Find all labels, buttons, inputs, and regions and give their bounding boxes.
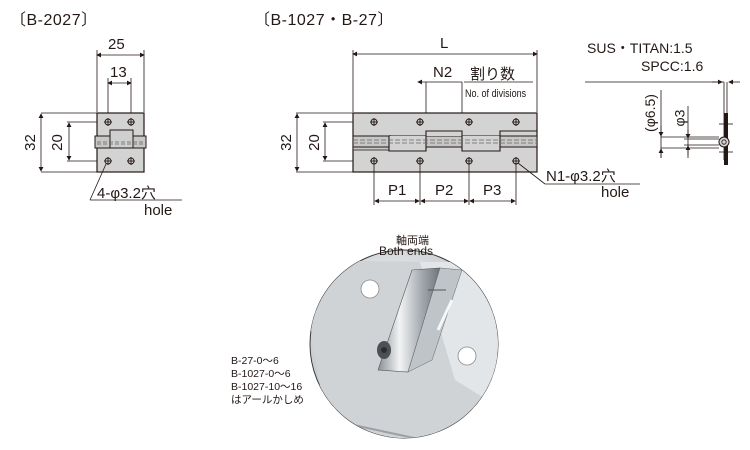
b1027-title: 〔B-1027・B-27〕 xyxy=(254,12,394,29)
b2027-pitch-dim: 13 xyxy=(110,64,127,81)
b1027-hole-span-dim: 20 xyxy=(305,134,323,151)
photo-note: B-27-0～6 B-1027-0～6 B-1027-10～16 はアールかしめ xyxy=(231,355,304,406)
outer-diameter-dim: (φ6.5) xyxy=(641,94,658,132)
photo-caption-en: Both ends xyxy=(379,244,434,258)
b1027-drawing xyxy=(294,50,640,205)
b1027-n2-label: N2 xyxy=(433,64,453,81)
b1027-hole-label: N1-φ3.2穴 xyxy=(546,168,616,185)
pin-diameter-dim: φ3 xyxy=(671,109,688,127)
side-view-drawing xyxy=(585,79,740,165)
b2027-hole-label-en: hole xyxy=(144,202,173,219)
b1027-length-dim: L xyxy=(440,35,449,52)
b1027-pitch-p1: P1 xyxy=(388,182,407,199)
b2027-hole-label: 4-φ3.2穴 xyxy=(97,185,156,202)
thickness-sus-label: SUS・TITAN:1.5 xyxy=(587,40,693,56)
b1027-hole-label-en: hole xyxy=(601,184,630,201)
thickness-spcc-label: SPCC:1.6 xyxy=(641,58,704,74)
b1027-divisions-jp: 割り数 xyxy=(470,66,516,83)
b1027-pitch-p2: P2 xyxy=(435,182,454,199)
b1027-height-dim: 32 xyxy=(277,134,295,151)
b2027-title: 〔B-2027〕 xyxy=(10,12,98,29)
hinge-photo xyxy=(309,249,499,439)
b2027-drawing xyxy=(38,50,182,201)
b2027-height-dim: 32 xyxy=(21,134,39,151)
photo-caption-jp: 軸両端 xyxy=(396,235,429,247)
b2027-hole-span-dim: 20 xyxy=(48,134,66,151)
b1027-pitch-p3: P3 xyxy=(483,182,502,199)
b2027-width-dim: 25 xyxy=(108,36,125,53)
b1027-divisions-en: No. of divisions xyxy=(465,88,527,100)
